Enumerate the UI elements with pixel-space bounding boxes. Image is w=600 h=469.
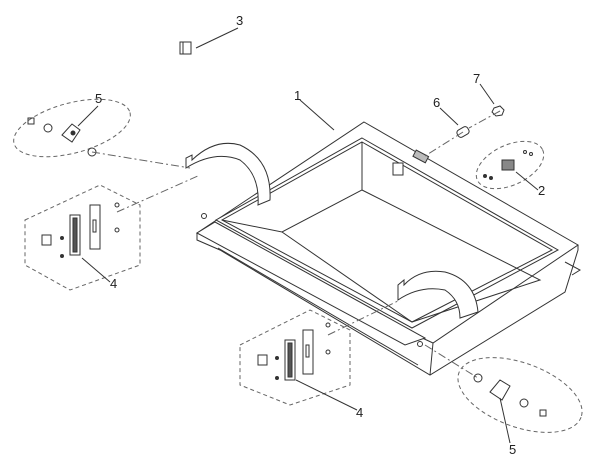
callout-3: 3 [236, 13, 244, 28]
handle-left [185, 142, 271, 206]
part-4-latch-bottom [239, 309, 351, 406]
leader-lines [77, 27, 539, 444]
callout-1: 1 [294, 88, 302, 103]
part-5-hinge-left [13, 98, 131, 158]
handle-right [397, 270, 479, 319]
callout-6: 6 [433, 95, 441, 110]
callout-7: 7 [473, 71, 481, 86]
part-4-latch-left [24, 184, 141, 291]
callout-2: 2 [538, 183, 546, 198]
callout-5-left: 5 [95, 91, 103, 106]
callout-4-left: 4 [110, 276, 118, 291]
assembly-centerlines [91, 110, 501, 379]
callout-4-bottom: 4 [356, 405, 364, 420]
part-3-clip [179, 41, 192, 55]
tray-part-1 [195, 121, 581, 376]
callout-5-right: 5 [509, 442, 517, 457]
part-5-hinge-right [457, 357, 583, 433]
